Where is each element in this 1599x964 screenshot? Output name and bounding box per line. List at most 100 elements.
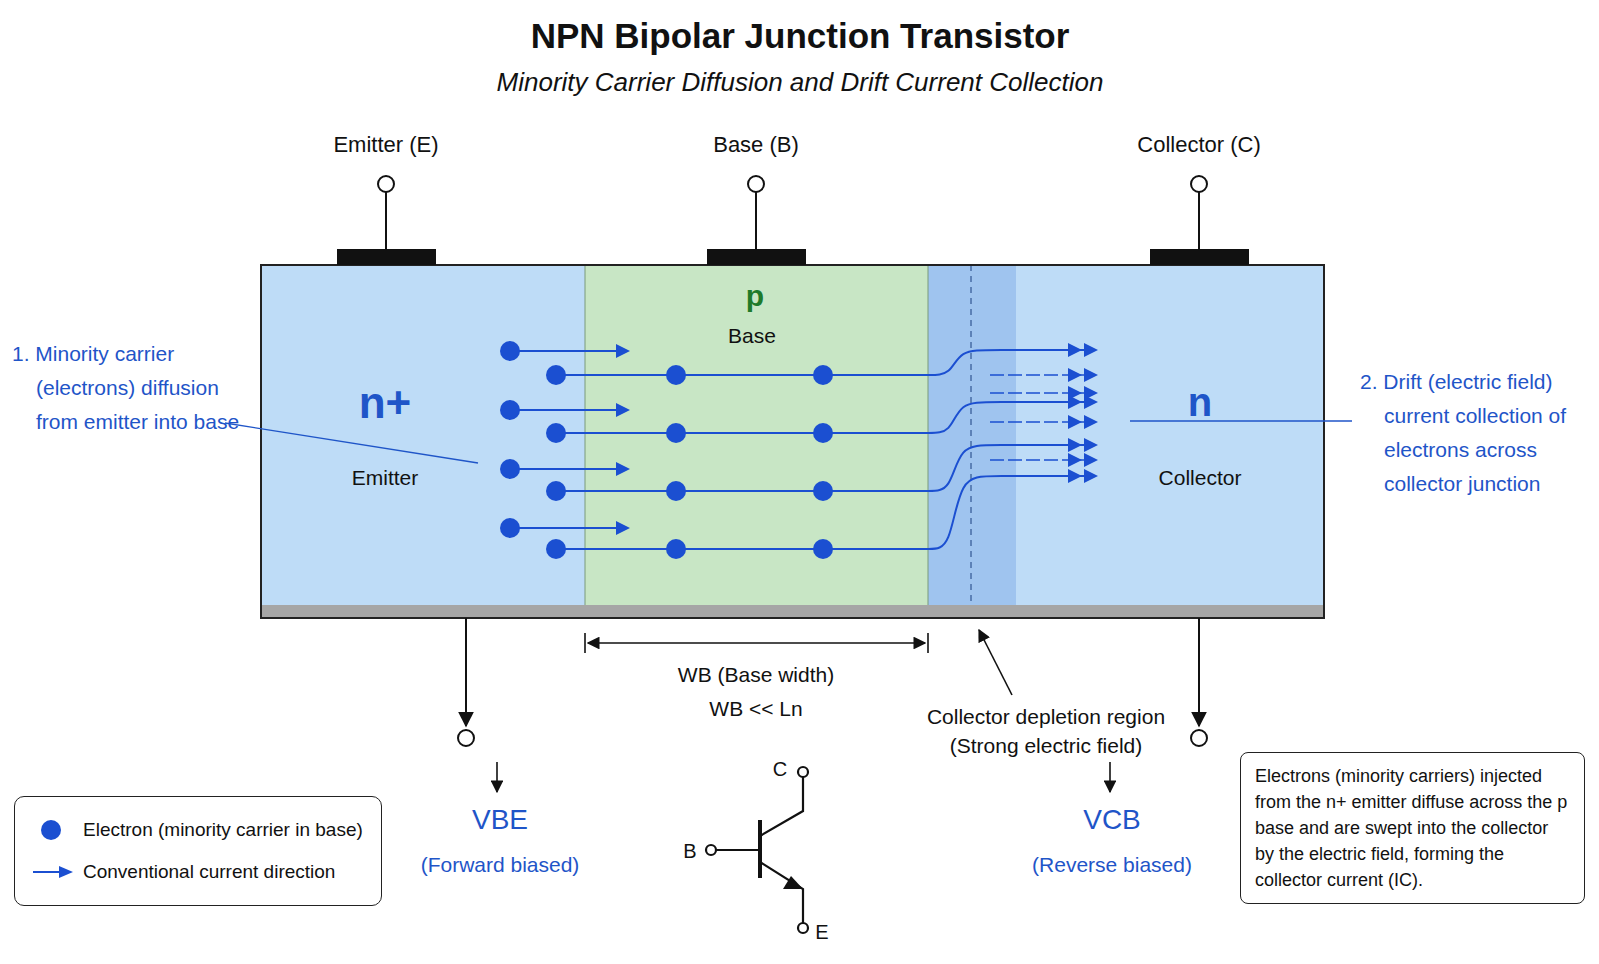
voltage-label: VCB xyxy=(1083,802,1141,837)
diffusion-arrow xyxy=(510,468,622,470)
terminals xyxy=(337,176,1249,792)
arrowhead xyxy=(1068,343,1082,357)
doping-label: n+ xyxy=(359,375,412,430)
region-annotation: Collector depletion region (Strong elect… xyxy=(910,702,1182,761)
emitter-region: n+ Emitter xyxy=(261,265,585,605)
arrowhead xyxy=(1084,368,1098,382)
electron xyxy=(500,400,520,420)
leader-line xyxy=(225,423,478,463)
arrowhead xyxy=(616,344,630,358)
legend: Electron (minority carrier in base)Conve… xyxy=(14,796,382,906)
electron xyxy=(666,539,686,559)
region-name: Emitter xyxy=(352,465,419,491)
junction-line xyxy=(928,265,929,605)
electron xyxy=(546,481,566,501)
terminal xyxy=(798,923,808,933)
leader-line xyxy=(979,630,1012,695)
electron-flow xyxy=(500,341,1098,559)
electron xyxy=(546,539,566,559)
lead xyxy=(1198,618,1200,726)
legend-swatch xyxy=(41,820,61,840)
lead xyxy=(385,192,387,249)
base-width-bracket xyxy=(585,633,928,653)
arrowhead xyxy=(1068,453,1082,467)
dimension-label: WB (Base width) xyxy=(678,662,834,688)
electron xyxy=(666,423,686,443)
collector-region: nCollector xyxy=(1016,265,1324,605)
electron xyxy=(813,423,833,443)
electron xyxy=(546,365,566,385)
terminal xyxy=(1191,730,1207,746)
title: NPN Bipolar Junction Transistor xyxy=(531,14,1070,58)
terminal xyxy=(748,176,764,192)
base-bar xyxy=(758,820,762,878)
electron xyxy=(813,539,833,559)
depletion-region xyxy=(928,265,1016,605)
arrowhead xyxy=(1084,343,1098,357)
base-region: pBase xyxy=(585,265,928,605)
dimension-tick xyxy=(584,633,586,653)
base-region xyxy=(585,265,928,605)
arrowhead xyxy=(1068,386,1082,400)
base-contact xyxy=(707,249,806,265)
terminal xyxy=(706,845,716,855)
base-wire xyxy=(716,849,760,851)
lead xyxy=(755,192,757,249)
dimension-line xyxy=(588,642,925,644)
arrowhead xyxy=(1068,415,1082,429)
junction-line xyxy=(585,265,586,605)
region-name: Base xyxy=(728,323,776,349)
legend-row: Conventional current direction xyxy=(31,851,363,893)
arrowhead xyxy=(1084,438,1098,452)
bias-label: (Reverse biased) xyxy=(1032,852,1192,878)
bias-arrow xyxy=(496,762,498,792)
dimension-tick xyxy=(927,633,929,653)
device-outline xyxy=(261,265,1324,618)
terminal-name: Emitter (E) xyxy=(333,131,438,159)
arrowhead xyxy=(616,403,630,417)
legend-sample xyxy=(31,864,75,880)
arrowhead xyxy=(1068,469,1082,483)
note-box: Electrons (minority carriers) injected f… xyxy=(1240,752,1585,904)
lead xyxy=(1198,192,1200,249)
electron xyxy=(500,459,520,479)
electron xyxy=(500,518,520,538)
bias-arrow xyxy=(1109,762,1111,792)
lead xyxy=(465,618,467,726)
electron xyxy=(546,423,566,443)
collector-contact xyxy=(1150,249,1249,265)
terminal-name: Base (B) xyxy=(713,131,799,159)
doping-label: n xyxy=(1188,377,1212,427)
collector-region xyxy=(1016,265,1324,605)
doping-label: p xyxy=(746,277,764,315)
dimension-label: WB << Ln xyxy=(709,696,802,722)
pin-name: B xyxy=(683,839,696,864)
emitter-contact xyxy=(337,249,436,265)
terminal-name: Collector (C) xyxy=(1137,131,1260,159)
electron-path xyxy=(556,476,1090,549)
pin-name: E xyxy=(815,920,828,945)
arrowhead xyxy=(1068,368,1082,382)
electron xyxy=(500,341,520,361)
arrowhead xyxy=(1084,469,1098,483)
diffusion-arrow xyxy=(510,409,622,411)
npn-symbol xyxy=(706,767,808,933)
emitter-wire xyxy=(760,862,803,923)
callout-text: 1. Minority carrier (electrons) diffusio… xyxy=(12,337,264,439)
note-text: Electrons (minority carriers) injected f… xyxy=(1255,763,1570,893)
emitter-arrow xyxy=(783,876,803,889)
diffusion-arrow xyxy=(510,350,622,352)
terminal xyxy=(798,767,808,777)
substrate-strip xyxy=(261,605,1324,618)
terminal xyxy=(1191,176,1207,192)
electron xyxy=(666,481,686,501)
arrowhead xyxy=(1068,438,1082,452)
callout-text: 2. Drift (electric field) current collec… xyxy=(1360,365,1599,501)
legend-arrow xyxy=(33,871,61,873)
electron xyxy=(666,365,686,385)
metallurgical-junction xyxy=(970,265,971,605)
electron xyxy=(813,481,833,501)
subtitle: Minority Carrier Diffusion and Drift Cur… xyxy=(497,66,1104,99)
arrowhead xyxy=(616,462,630,476)
